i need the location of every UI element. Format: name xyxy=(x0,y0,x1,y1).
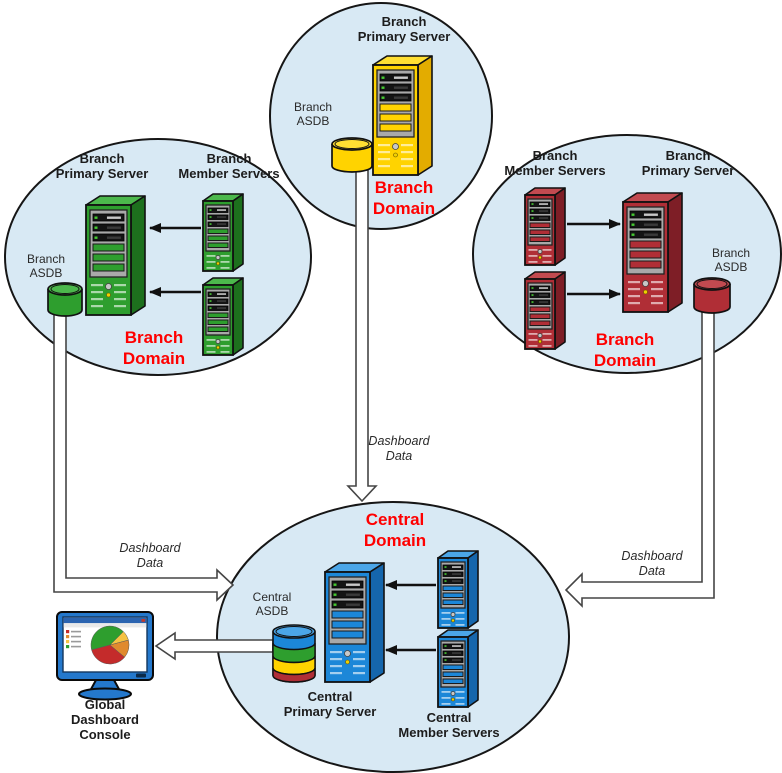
flow-arrow-left xyxy=(53,311,235,602)
monitor-power-button xyxy=(136,673,146,678)
replication-arrows xyxy=(149,219,621,655)
app-toolbar xyxy=(63,623,147,628)
branch-right-member-server-2-icon xyxy=(524,271,566,350)
screen-legend xyxy=(66,630,81,649)
branch-left-primary-server-icon xyxy=(85,195,146,316)
branch-right-primary-server-icon xyxy=(622,192,683,313)
branch-left-member-server-1-icon xyxy=(202,193,244,272)
flow-arrows xyxy=(53,169,715,661)
flow-arrow-to-console xyxy=(154,631,274,661)
asdb-cylinders xyxy=(47,137,731,683)
central-primary-server-icon xyxy=(324,562,385,683)
monitor-base xyxy=(78,687,132,701)
branch-top-asdb-icon xyxy=(331,137,373,173)
branch-left-member-server-2-icon xyxy=(202,277,244,356)
flow-arrow-right xyxy=(564,309,715,608)
central-member-server-2-icon xyxy=(437,629,479,708)
branch-left-asdb-icon xyxy=(47,282,83,317)
app-title-bar xyxy=(63,617,147,624)
branch-right-asdb-icon xyxy=(693,277,731,314)
branch-top-primary-server-icon xyxy=(372,55,433,176)
branch-left-domain-ellipse xyxy=(4,138,312,376)
pie-chart-icon xyxy=(90,625,130,665)
branch-right-member-server-1-icon xyxy=(524,187,566,266)
central-asdb-icon xyxy=(272,624,316,683)
app-close-icon xyxy=(141,619,146,622)
central-member-server-1-icon xyxy=(437,550,479,629)
server-towers xyxy=(85,55,683,708)
flow-arrow-top xyxy=(346,169,378,503)
global-dashboard-console-icon xyxy=(56,611,154,701)
central-domain-ellipse xyxy=(216,501,570,773)
